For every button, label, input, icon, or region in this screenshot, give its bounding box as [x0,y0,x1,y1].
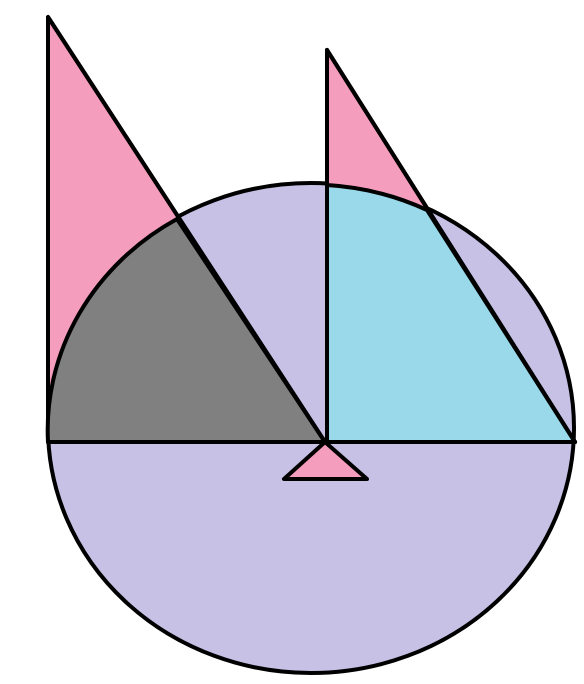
small-center-triangle [282,440,369,481]
right-triangle-hypotenuse [325,48,577,444]
left-triangle-hypotenuse [46,15,327,444]
left-overlap-region [45,217,327,444]
